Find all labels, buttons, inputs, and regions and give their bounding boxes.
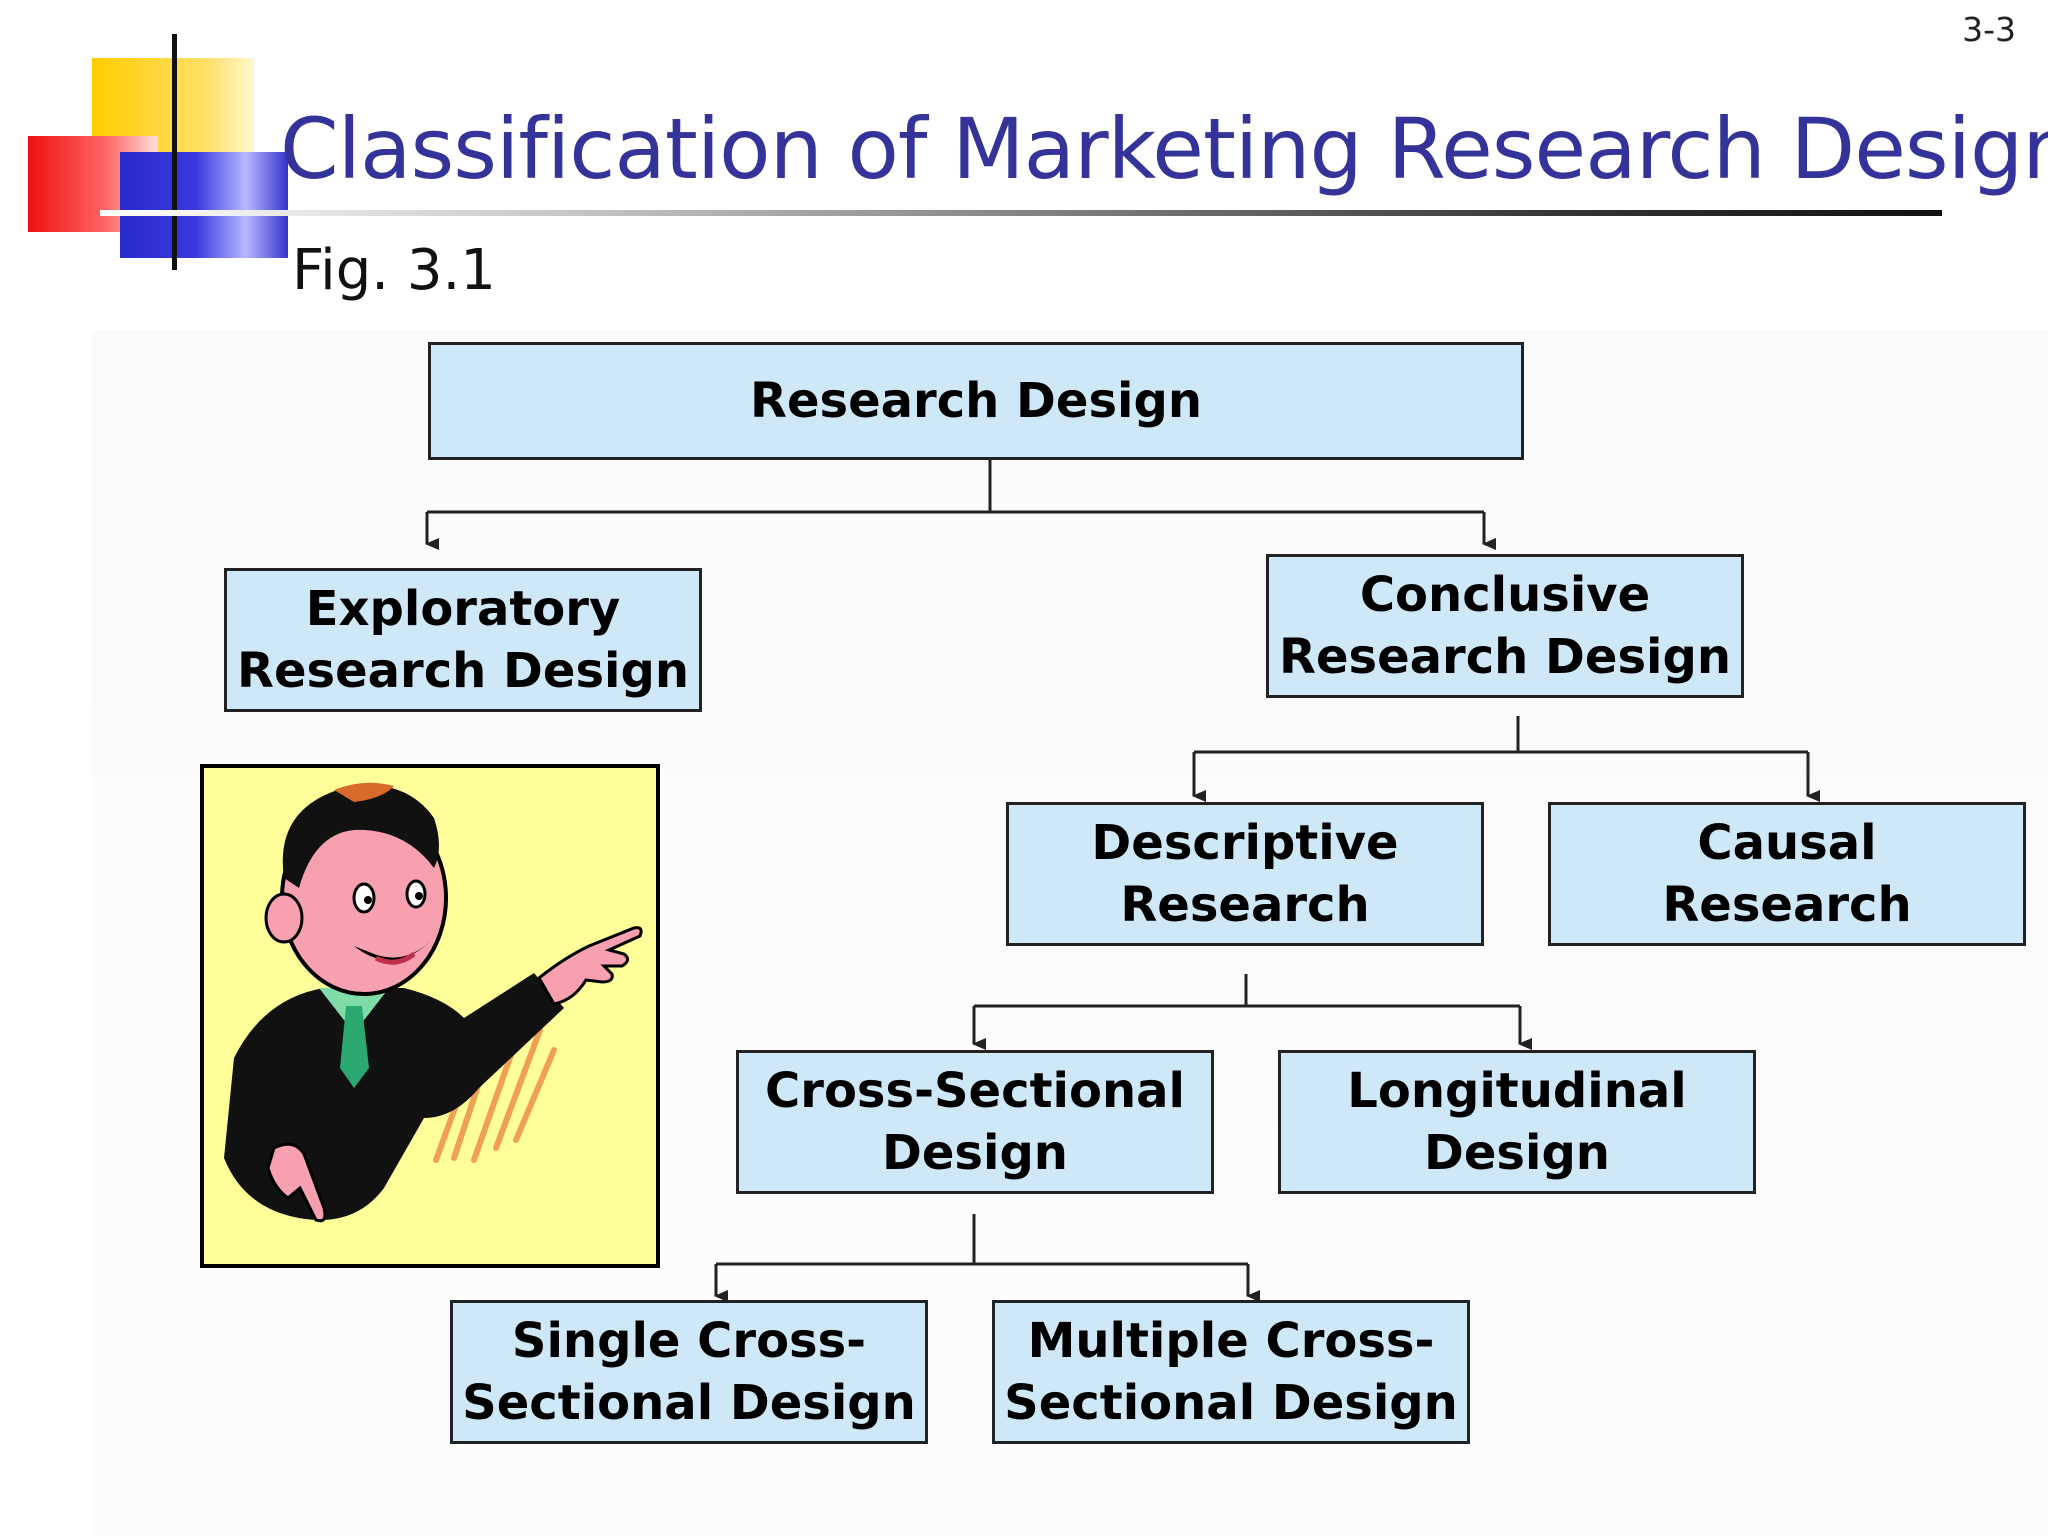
pointing-man-clipart-icon	[200, 764, 660, 1268]
suit-body	[224, 973, 564, 1220]
tie	[340, 1006, 369, 1088]
ear	[264, 892, 304, 944]
node-exploratory-research-design: Exploratory Research Design	[224, 568, 702, 712]
title-underline	[100, 210, 1942, 216]
node-conclusive-line1: Conclusive	[1359, 567, 1651, 623]
node-conclusive-line2: Research Design	[1279, 629, 1731, 685]
node-multiple-cross-sectional-design: Multiple Cross- Sectional Design	[992, 1300, 1470, 1444]
pointing-hand	[537, 926, 643, 1006]
node-longitudinal-design: Longitudinal Design	[1278, 1050, 1756, 1194]
node-cross-sectional-design: Cross-Sectional Design	[736, 1050, 1214, 1194]
node-descriptive-line2: Research	[1120, 877, 1370, 933]
node-exploratory-line1: Exploratory	[305, 581, 621, 637]
node-descriptive-line1: Descriptive	[1091, 815, 1399, 871]
node-exploratory-line2: Research Design	[237, 643, 689, 699]
mouth	[354, 938, 434, 961]
hair	[282, 785, 439, 888]
node-causal-research: Causal Research	[1548, 802, 2026, 946]
node-multiple-cross-line1: Multiple Cross-	[1027, 1313, 1435, 1369]
node-cross-sectional-line2: Design	[882, 1125, 1068, 1181]
node-research-design-label: Research Design	[750, 373, 1202, 429]
slide-title: Classification of Marketing Research Des…	[280, 100, 2048, 198]
pointing-man-illustration	[224, 782, 643, 1223]
hair-highlight	[334, 782, 394, 802]
node-causal-line2: Research	[1662, 877, 1912, 933]
node-causal-line1: Causal	[1697, 815, 1877, 871]
figure-label: Fig. 3.1	[292, 238, 496, 303]
left-eye	[352, 882, 376, 914]
node-single-cross-sectional-design: Single Cross- Sectional Design	[450, 1300, 928, 1444]
node-single-cross-line2: Sectional Design	[462, 1375, 916, 1431]
node-descriptive-research: Descriptive Research	[1006, 802, 1484, 946]
page-number: 3-3	[1962, 10, 2016, 49]
node-longitudinal-line1: Longitudinal	[1347, 1063, 1687, 1119]
node-cross-sectional-line1: Cross-Sectional	[765, 1063, 1185, 1119]
node-single-cross-line1: Single Cross-	[511, 1313, 867, 1369]
lower-hand	[266, 1142, 327, 1223]
node-research-design: Research Design	[428, 342, 1524, 460]
node-longitudinal-line2: Design	[1424, 1125, 1610, 1181]
node-conclusive-research-design: Conclusive Research Design	[1266, 554, 1744, 698]
node-multiple-cross-line2: Sectional Design	[1004, 1375, 1458, 1431]
